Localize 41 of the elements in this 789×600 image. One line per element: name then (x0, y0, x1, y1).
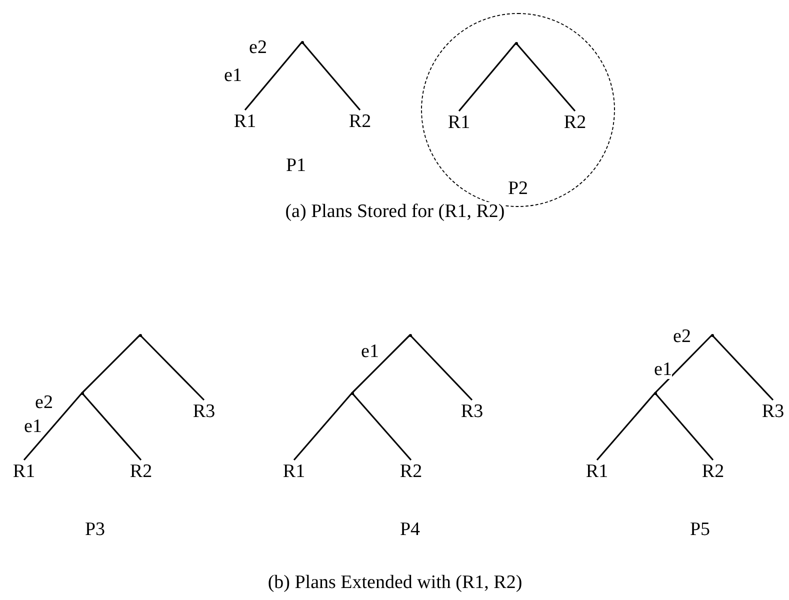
relation-label: R1 (586, 462, 608, 481)
tree-vertex (350, 392, 354, 394)
relation-label: R2 (130, 462, 152, 481)
tree-edge (351, 334, 411, 394)
tree-edge (458, 42, 517, 112)
tree-vertex (514, 42, 518, 44)
caption: (a) Plans Stored for (R1, R2) (285, 202, 505, 221)
tree-vertex (654, 392, 656, 394)
tree-edge (81, 392, 142, 461)
plan-label: P2 (508, 179, 528, 198)
tree-edge (23, 392, 83, 461)
relation-label: R2 (400, 462, 422, 481)
tree-edge (81, 334, 141, 394)
relation-label: R2 (348, 112, 372, 131)
tree-edge (351, 392, 412, 461)
tree-edge (596, 392, 656, 461)
relation-label: R1 (448, 113, 470, 132)
tree-edge (293, 392, 353, 461)
relation-label: R3 (762, 402, 784, 421)
tree-edge (515, 42, 576, 112)
tree-edge (139, 334, 205, 401)
relation-label: R1 (12, 462, 36, 481)
tree-vertex (408, 334, 412, 336)
tree-vertex (710, 334, 714, 336)
caption: (b) Plans Extended with (R1, R2) (268, 573, 522, 592)
tree-edge (711, 334, 774, 401)
tree-vertex (300, 40, 304, 44)
relation-label: R2 (702, 462, 724, 481)
tree-edge (409, 334, 473, 401)
relation-label: R1 (282, 462, 306, 481)
tree-vertex (80, 392, 84, 394)
relation-label: R3 (192, 402, 216, 421)
tree-vertex (138, 334, 142, 336)
tree-edge (654, 334, 713, 394)
tree-edge (244, 41, 303, 111)
tree-edge (654, 392, 714, 461)
tree-edge (301, 41, 361, 111)
relation-label: R1 (234, 112, 256, 131)
annotation-text: e1 (654, 360, 672, 379)
relation-label: R2 (564, 113, 586, 132)
relation-label: R3 (460, 402, 484, 421)
